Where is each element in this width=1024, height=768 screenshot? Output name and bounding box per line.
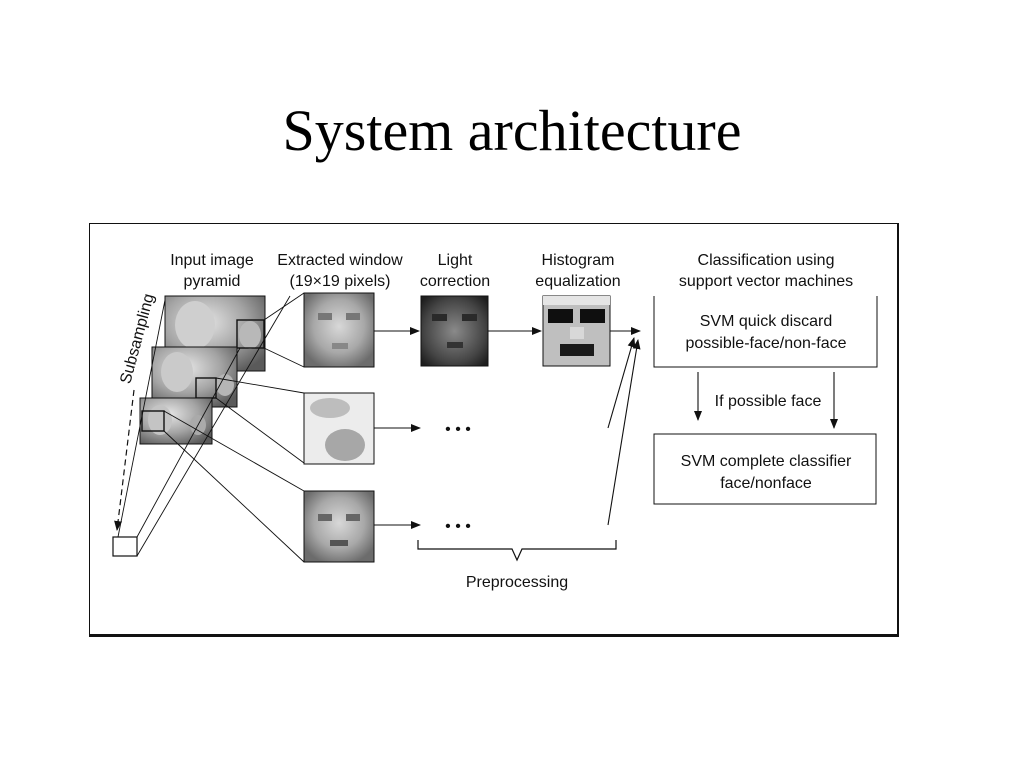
svm-complete-line2: face/nonface: [720, 475, 812, 492]
svm-complete-line1: SVM complete classifier: [681, 453, 852, 470]
header-pyramid-line1: Input image: [170, 252, 254, 269]
header-classification-line1: Classification using: [698, 252, 835, 269]
header-histogram-line2: equalization: [535, 273, 620, 290]
header-histogram-line1: Histogram: [542, 252, 615, 269]
svm-quick-box: SVM quick discard possible-face/non-face: [653, 296, 878, 368]
header-histogram: Histogram equalization: [535, 252, 620, 290]
light-corrected-window: [420, 295, 489, 367]
preprocessing-label: Preprocessing: [466, 574, 568, 591]
header-light: Light correction: [420, 252, 490, 290]
header-light-line2: correction: [420, 273, 490, 290]
header-extracted-line2: (19×19 pixels): [290, 273, 391, 290]
ellipsis-2: • • •: [445, 518, 471, 535]
if-possible-arrows: [694, 372, 838, 429]
target-window: [112, 536, 138, 557]
extracted-window-2: [303, 392, 375, 465]
extracted-window-1: [303, 292, 375, 368]
if-possible-label: If possible face: [715, 393, 822, 410]
subsampling-arrow: [114, 389, 135, 531]
extracted-window-3: [303, 490, 375, 563]
detection-box: [236, 319, 265, 349]
header-pyramid-line2: pyramid: [184, 273, 241, 290]
svm-quick-line1: SVM quick discard: [700, 313, 833, 330]
slide-title: System architecture: [282, 98, 742, 163]
header-classification-line2: support vector machines: [679, 273, 853, 290]
image-pyramid: [139, 295, 266, 445]
header-classification: Classification using support vector mach…: [679, 252, 853, 290]
ellipsis-1: • • •: [445, 421, 471, 438]
pyramid-level-2: [151, 346, 238, 408]
svm-quick-line2: possible-face/non-face: [686, 335, 847, 352]
svm-complete-box: SVM complete classifier face/nonface: [653, 433, 877, 505]
pyramid-level-3: [139, 397, 213, 445]
figure-frame: [89, 223, 899, 637]
histogram-equalized-window: [542, 295, 611, 367]
pipeline-arrows: [374, 327, 641, 529]
header-pyramid: Input image pyramid: [170, 252, 254, 290]
header-extracted-line1: Extracted window: [277, 252, 403, 269]
header-extracted: Extracted window (19×19 pixels): [277, 252, 403, 290]
preprocessing-brace: [417, 540, 617, 562]
header-light-line1: Light: [438, 252, 473, 269]
projection-lines: [117, 292, 305, 563]
detection-box: [141, 410, 165, 432]
